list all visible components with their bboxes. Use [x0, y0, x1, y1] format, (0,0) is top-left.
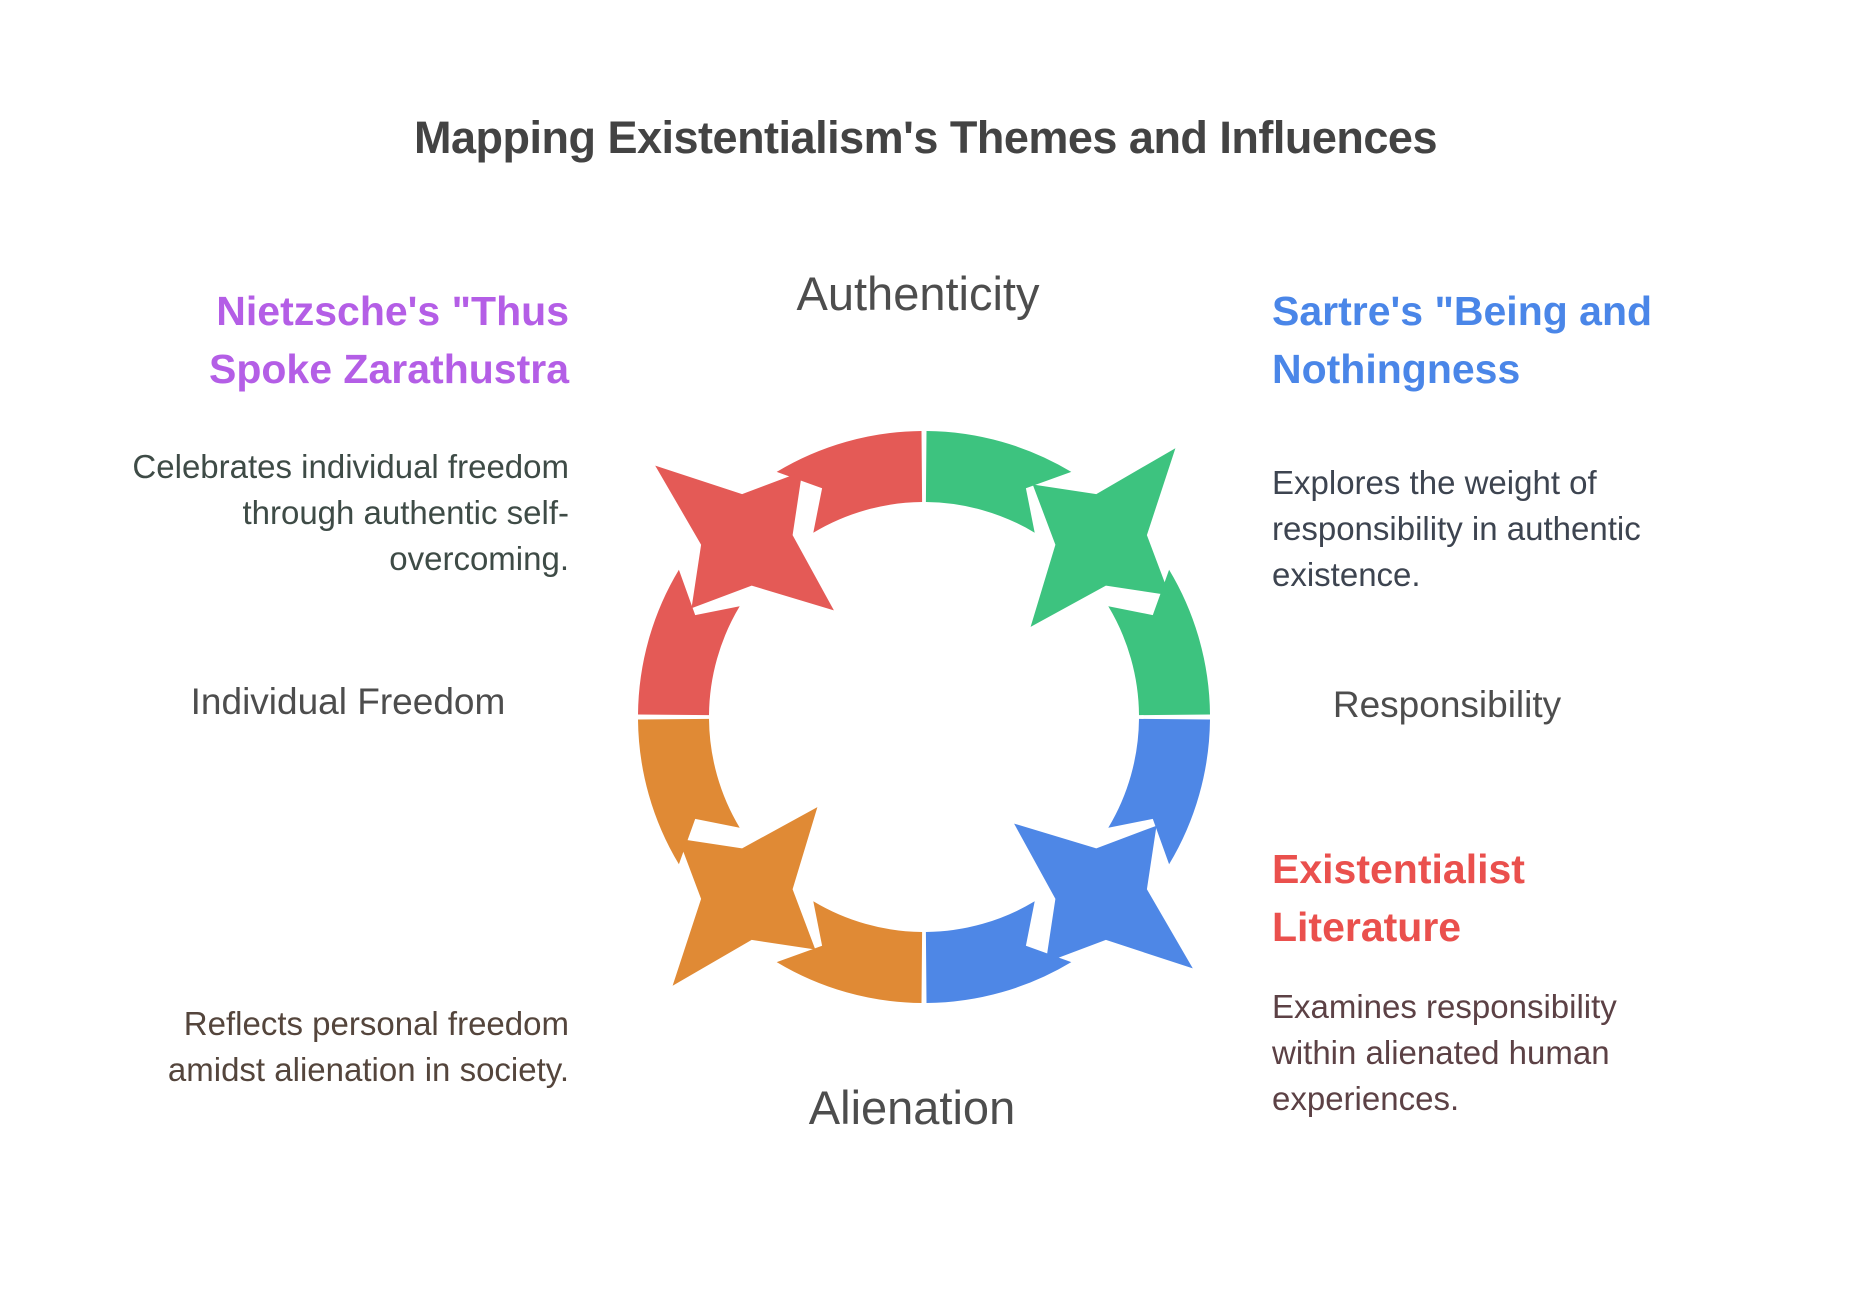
nietzsche-description: Celebrates individual freedom through au… — [99, 444, 569, 582]
cycle-arrow-shape — [1108, 569, 1210, 716]
cycle-arrow-shape — [1108, 718, 1210, 865]
cycle-label-responsibility: Responsibility — [1332, 684, 1562, 725]
reflection-description: Reflects personal freedom amidst alienat… — [109, 1001, 569, 1093]
body-line: Examines responsibility — [1272, 988, 1617, 1025]
cycle-arrow-shape — [672, 807, 818, 986]
cycle-label-alienation: Alienation — [808, 1081, 1016, 1134]
heading-line: Nothingness — [1272, 346, 1521, 392]
body-line: responsibility in authentic — [1272, 510, 1641, 547]
heading-line: Sartre's "Being and — [1272, 288, 1653, 334]
cycle-arrow-shape — [655, 465, 834, 611]
nietzsche-heading: Nietzsche's "Thus Spoke Zarathustra — [129, 282, 569, 398]
body-line: existence. — [1272, 556, 1421, 593]
cycle-label-individual-freedom: Individual Freedom — [190, 681, 506, 722]
cycle-arrow-shape — [638, 569, 740, 716]
body-line: Explores the weight of — [1272, 464, 1597, 501]
cycle-diagram — [638, 431, 1210, 1003]
page-title: Mapping Existentialism's Themes and Infl… — [414, 112, 1437, 163]
heading-line: Spoke Zarathustra — [209, 346, 569, 392]
existentialist-literature-heading: Existentialist Literature — [1272, 840, 1732, 956]
segment-bottom-right-blue — [925, 718, 1210, 1003]
heading-line: Literature — [1272, 904, 1462, 950]
body-line: experiences. — [1272, 1080, 1460, 1117]
cycle-arrow-shape — [638, 718, 740, 865]
body-line: overcoming. — [389, 540, 569, 577]
cycle-label-authenticity: Authenticity — [796, 267, 1040, 320]
cycle-arrow-shape — [925, 431, 1072, 533]
cycle-arrow-shape — [1030, 448, 1176, 627]
existentialist-literature-description: Examines responsibility within alienated… — [1272, 984, 1742, 1122]
heading-line: Nietzsche's "Thus — [216, 288, 569, 334]
cycle-arrow-shape — [1014, 823, 1193, 969]
body-line: Celebrates individual freedom — [132, 448, 569, 485]
sartre-heading: Sartre's "Being and Nothingness — [1272, 282, 1752, 398]
body-line: within alienated human — [1272, 1034, 1610, 1071]
body-line: Reflects personal freedom — [183, 1005, 569, 1042]
segment-top-left-red — [638, 431, 923, 716]
cycle-arrow-shape — [776, 901, 923, 1003]
sartre-description: Explores the weight of responsibility in… — [1272, 460, 1742, 598]
body-line: through authentic self- — [242, 494, 569, 531]
segment-top-right-green — [925, 431, 1210, 716]
segment-bottom-left-orange — [638, 718, 923, 1003]
body-line: amidst alienation in society. — [167, 1051, 569, 1088]
cycle-arrow-shape — [925, 901, 1072, 1003]
heading-line: Existentialist — [1272, 846, 1525, 892]
cycle-arrow-shape — [776, 431, 923, 533]
